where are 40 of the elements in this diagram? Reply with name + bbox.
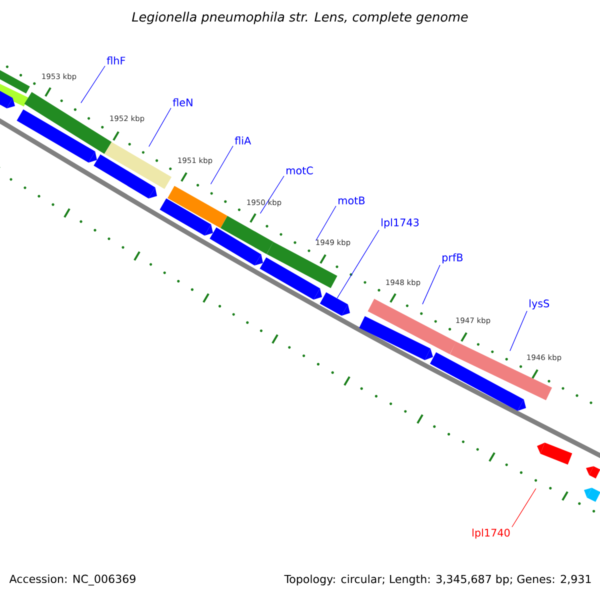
gene-bar: [537, 442, 572, 465]
gene-bar: [368, 298, 456, 354]
leader-line: [510, 310, 528, 352]
gene-bar: [104, 142, 172, 190]
leader-line: [148, 108, 172, 147]
gene-label: flhF: [106, 56, 126, 64]
gene-label: motB: [338, 196, 365, 204]
gene-label: lpl1743: [382, 218, 419, 228]
gene-label: motC: [286, 166, 313, 174]
gene-bar: [0, 68, 30, 94]
gene-label: lpl1740: [472, 528, 510, 539]
gene-bar: [94, 154, 157, 198]
gene-label: lysS: [530, 299, 550, 310]
gene-bar: [16, 109, 97, 163]
footer-text: Topology: circular; Length: 3,345,687 bp; Genes: 2,931: [284, 574, 591, 586]
gene-bar: [266, 242, 338, 288]
gene-label: fleN: [172, 98, 192, 106]
leader-line: [260, 176, 284, 214]
title: Legionella pneumophila str. Lens, complete genome: [132, 12, 468, 24]
leader-line: [316, 206, 336, 241]
gene-bar: [359, 316, 433, 360]
gene-bar: [168, 186, 228, 228]
gene-bar: [586, 466, 600, 478]
gene-bar: [260, 257, 322, 300]
gene-bar: [160, 198, 213, 236]
gene-label: prfB: [442, 253, 463, 264]
gene-bar: [584, 488, 600, 502]
gene-bar: [430, 352, 526, 411]
leader-line: [210, 146, 234, 184]
leader-line: [512, 488, 536, 528]
gene-label: fliA: [234, 136, 252, 144]
footer-text: Accession: NC_006369: [9, 574, 136, 586]
leader-line: [336, 230, 380, 298]
gene-bar: [220, 216, 274, 254]
gene-bar: [0, 90, 15, 108]
gene-bar: [24, 92, 112, 154]
gene-bar: [320, 292, 350, 316]
leader-line: [422, 264, 440, 305]
leader-line: [80, 66, 106, 104]
gene-bar: [210, 227, 263, 266]
